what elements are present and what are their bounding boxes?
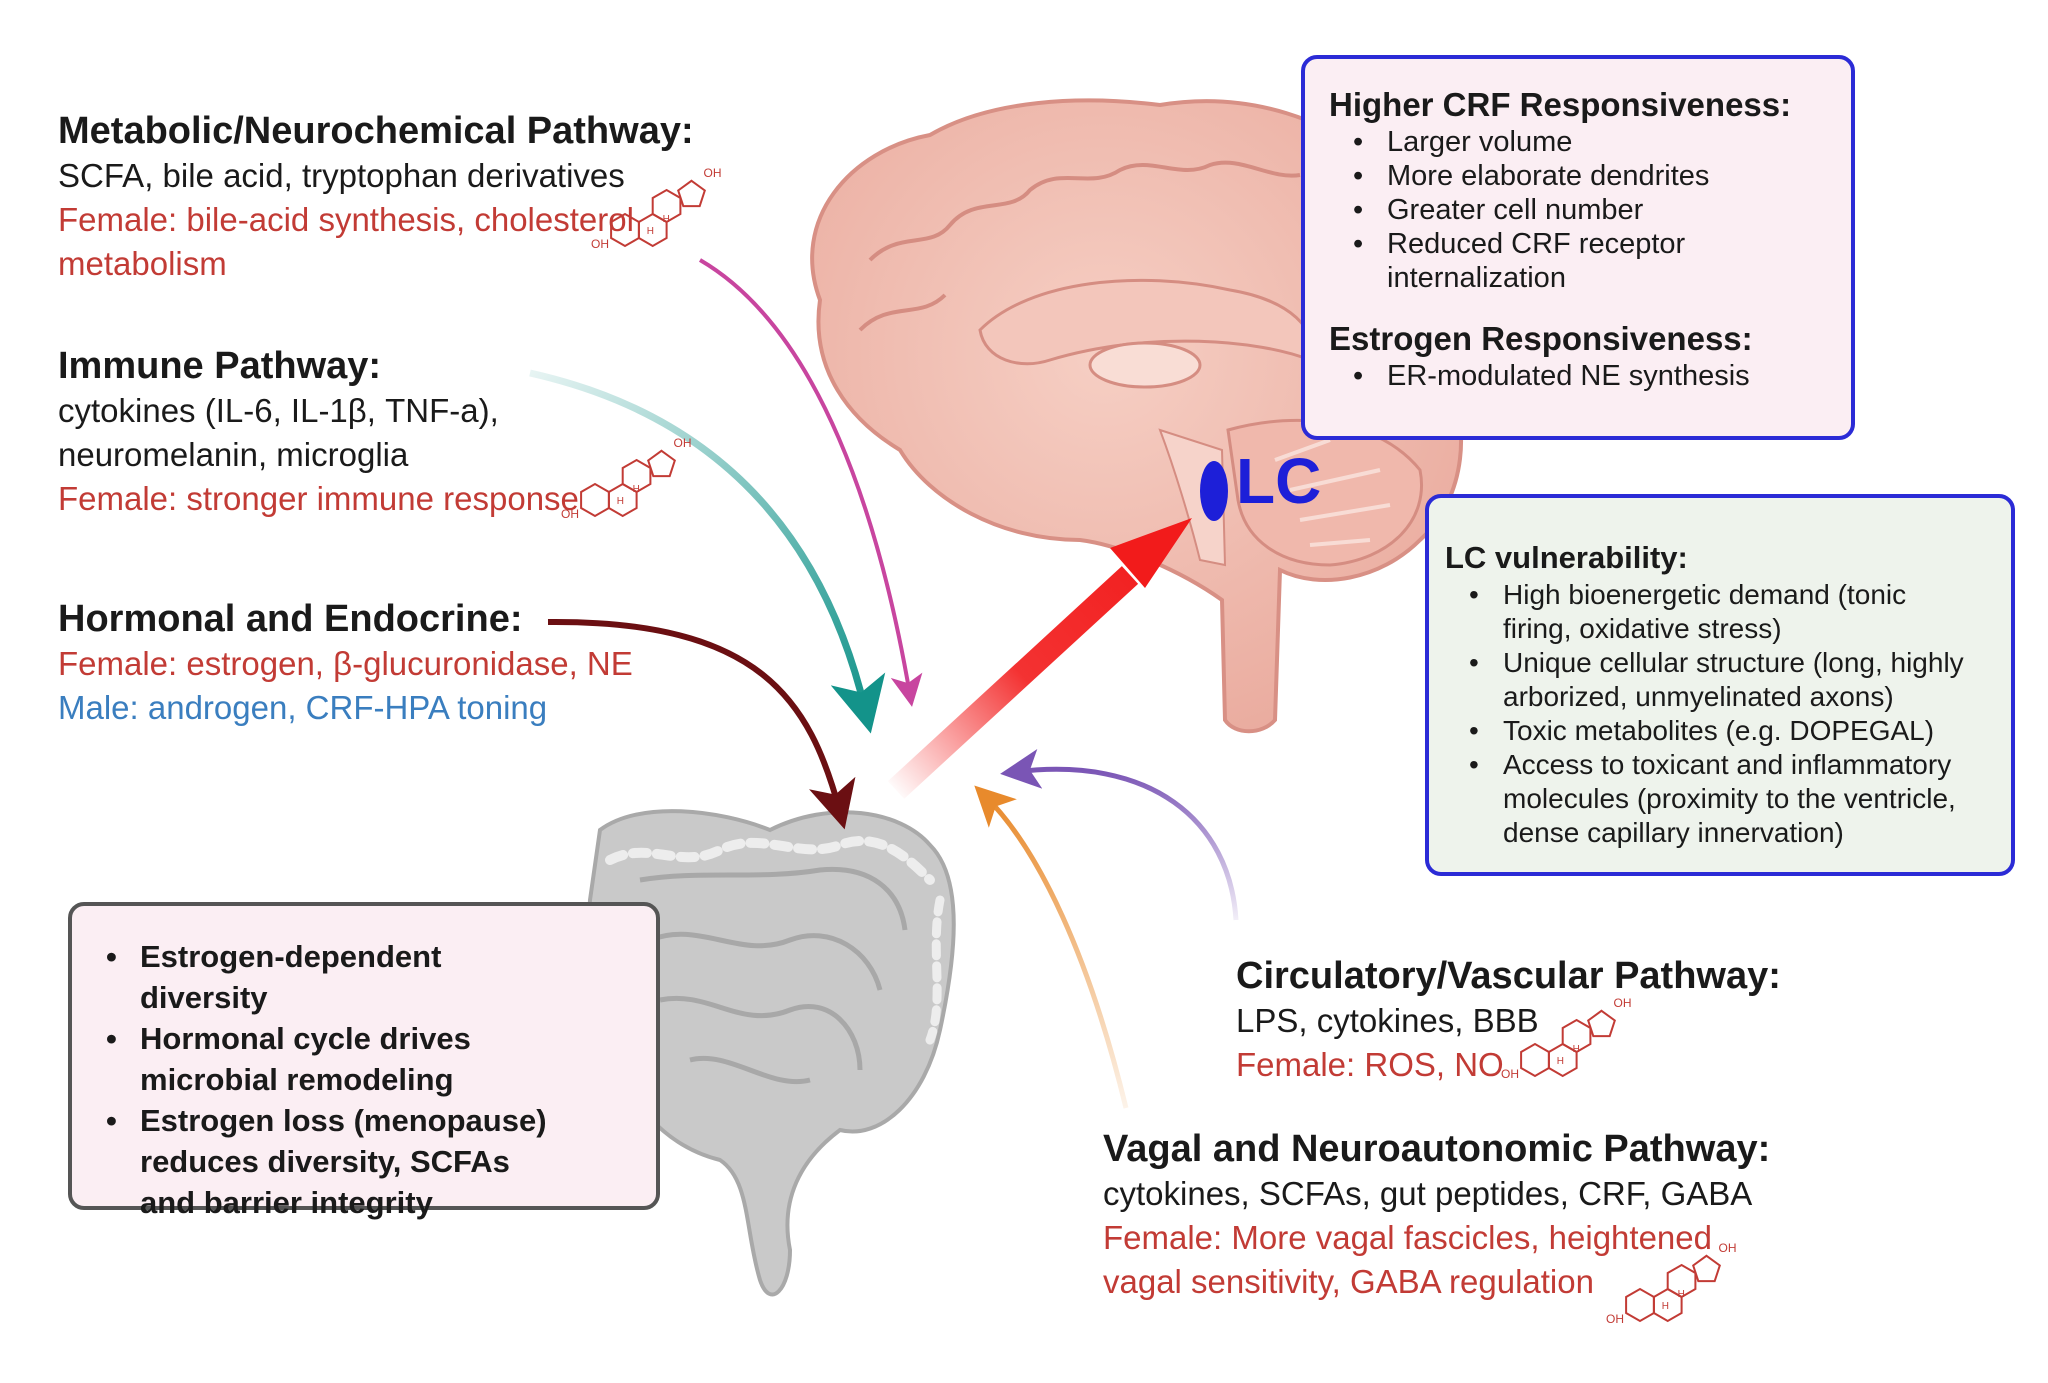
- vagal-pathway-female1: Female: More vagal fascicles, heightened: [1103, 1219, 1712, 1256]
- svg-text:OH: OH: [704, 166, 722, 180]
- lc-vulnerability-box: LC vulnerability: High bioenergetic dema…: [1425, 494, 2015, 876]
- svg-text:H: H: [647, 226, 654, 237]
- svg-text:OH: OH: [1501, 1067, 1519, 1081]
- svg-text:H: H: [663, 214, 670, 225]
- metabolic-arrow: [698, 258, 923, 707]
- list-item: Toxic metabolites (e.g. DOPEGAL): [1445, 714, 1965, 748]
- list-item: Estrogen-dependent diversity: [82, 936, 540, 1018]
- locus-coeruleus-marker: [1200, 461, 1228, 521]
- crf-responsiveness-box: Higher CRF Responsiveness: Larger volume…: [1301, 55, 1855, 440]
- list-item: Access to toxicant and inflammatory mole…: [1445, 748, 1965, 850]
- immune-pathway-line1: cytokines (IL-6, IL-1β, TNF-a),: [58, 392, 499, 429]
- immune-pathway: Immune Pathway: cytokines (IL-6, IL-1β, …: [58, 343, 678, 521]
- metabolic-pathway-line: SCFA, bile acid, tryptophan derivatives: [58, 157, 625, 194]
- hormonal-arrow: [547, 618, 856, 830]
- hormonal-pathway-female: Female: estrogen, β-glucuronidase, NE: [58, 645, 633, 682]
- list-item: High bioenergetic demand (tonic firing, …: [1445, 578, 1943, 646]
- immune-pathway-female: Female: stronger immune response: [58, 480, 579, 517]
- circulatory-pathway-title: Circulatory/Vascular Pathway:: [1236, 955, 1781, 997]
- estrogen-box-list: ER-modulated NE synthesis: [1329, 359, 1851, 393]
- list-item: Estrogen loss (menopause) reduces divers…: [82, 1100, 570, 1223]
- immune-arrow: [529, 369, 886, 734]
- lc-box-title: LC vulnerability:: [1445, 540, 1688, 575]
- immune-pathway-title: Immune Pathway:: [58, 345, 382, 387]
- lc-label: LC: [1236, 445, 1322, 517]
- metabolic-pathway-title: Metabolic/Neurochemical Pathway:: [58, 110, 694, 152]
- circulatory-arrow: [1000, 749, 1239, 921]
- crf-box-list: Larger volume More elaborate dendrites G…: [1329, 125, 1851, 295]
- svg-text:OH: OH: [561, 507, 579, 521]
- svg-text:OH: OH: [1719, 1241, 1737, 1255]
- estradiol-molecule-icon: OH OH HH: [561, 436, 692, 521]
- metabolic-pathway: Metabolic/Neurochemical Pathway: SCFA, b…: [58, 108, 698, 286]
- immune-pathway-line2: neuromelanin, microglia: [58, 436, 409, 473]
- svg-text:OH: OH: [674, 436, 692, 450]
- circulatory-pathway-female: Female: ROS, NO: [1236, 1046, 1504, 1083]
- estradiol-molecule-icon: OH OH HH: [591, 166, 722, 251]
- hormonal-pathway-title: Hormonal and Endocrine:: [58, 598, 523, 640]
- gut-box-list: Estrogen-dependent diversity Hormonal cy…: [82, 936, 656, 1223]
- vagal-pathway-line: cytokines, SCFAs, gut peptides, CRF, GAB…: [1103, 1175, 1753, 1212]
- svg-text:H: H: [1573, 1044, 1580, 1055]
- svg-text:H: H: [633, 484, 640, 495]
- estradiol-molecule-icon: OH OH HH: [1606, 1241, 1737, 1326]
- metabolic-pathway-female: Female: bile-acid synthesis, cholesterol…: [58, 201, 634, 282]
- svg-text:H: H: [1662, 1301, 1669, 1312]
- crf-box-title: Higher CRF Responsiveness:: [1329, 86, 1792, 123]
- svg-text:H: H: [617, 496, 624, 507]
- vagal-arrow: [974, 785, 1129, 1109]
- vagal-pathway: Vagal and Neuroautonomic Pathway: cytoki…: [1103, 1126, 1863, 1304]
- estrogen-box-title: Estrogen Responsiveness:: [1329, 320, 1753, 357]
- list-item: More elaborate dendrites: [1329, 159, 1767, 193]
- svg-text:OH: OH: [1614, 996, 1632, 1010]
- list-item: Greater cell number: [1329, 193, 1767, 227]
- svg-text:H: H: [1678, 1289, 1685, 1300]
- lc-box-list: High bioenergetic demand (tonic firing, …: [1445, 578, 1965, 850]
- gut-estrogen-box: Estrogen-dependent diversity Hormonal cy…: [68, 902, 660, 1220]
- list-item: Larger volume: [1329, 125, 1767, 159]
- list-item: Reduced CRF receptor internalization: [1329, 227, 1707, 295]
- vagal-pathway-female2: vagal sensitivity, GABA regulation: [1103, 1263, 1594, 1300]
- hormonal-pathway-male: Male: androgen, CRF-HPA toning: [58, 689, 548, 726]
- list-item: Unique cellular structure (long, highly …: [1445, 646, 1965, 714]
- list-item: Hormonal cycle drives microbial remodeli…: [82, 1018, 480, 1100]
- main-gut-brain-arrow: [887, 518, 1192, 799]
- hormonal-pathway: Hormonal and Endocrine: Female: estrogen…: [58, 596, 758, 730]
- circulatory-pathway-line: LPS, cytokines, BBB: [1236, 1002, 1539, 1039]
- estradiol-molecule-icon: OH OH HH: [1501, 996, 1632, 1081]
- svg-text:OH: OH: [591, 237, 609, 251]
- svg-text:H: H: [1557, 1056, 1564, 1067]
- vagal-pathway-title: Vagal and Neuroautonomic Pathway:: [1103, 1128, 1771, 1170]
- circulatory-pathway: Circulatory/Vascular Pathway: LPS, cytok…: [1236, 953, 1856, 1087]
- list-item: ER-modulated NE synthesis: [1329, 359, 1851, 393]
- svg-text:OH: OH: [1606, 1312, 1624, 1326]
